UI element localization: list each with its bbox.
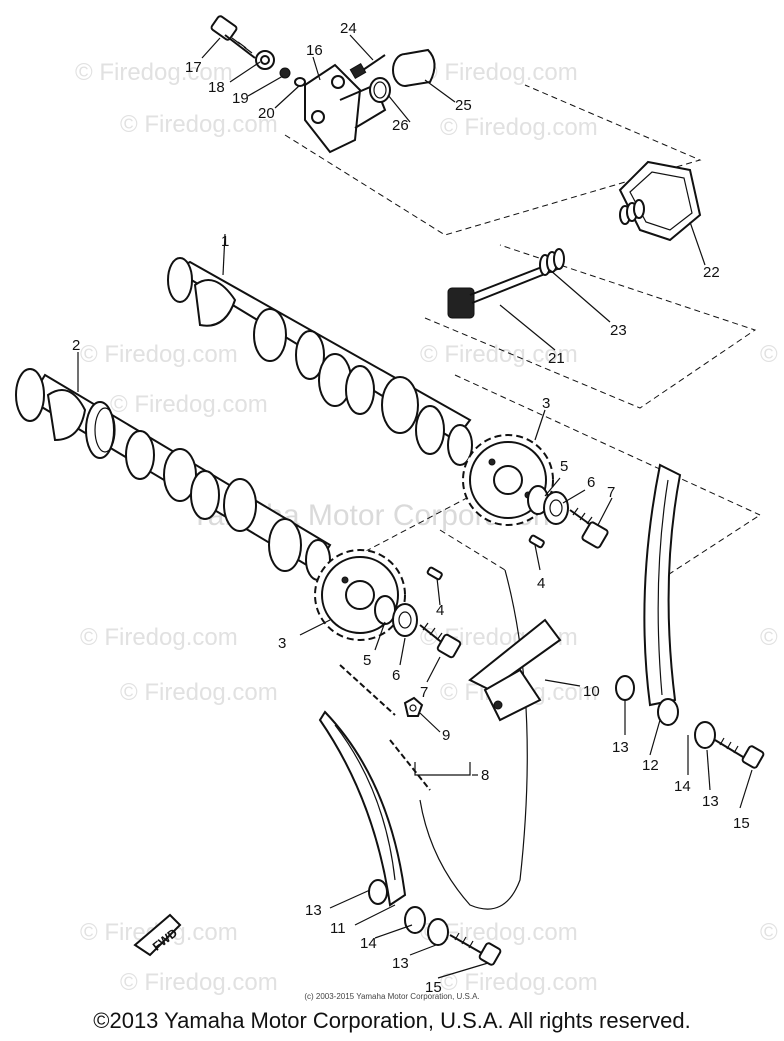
callout-22: 22 (703, 264, 720, 281)
callout-12: 12 (642, 757, 659, 774)
watermark: © Firedog.com (420, 59, 578, 86)
rod-21 (447, 248, 565, 319)
fasteners-bottom (368, 879, 502, 966)
chain-guide-10 (468, 618, 562, 722)
callout-25: 25 (455, 97, 472, 114)
callout-14: 14 (360, 935, 377, 952)
callout-6: 6 (587, 474, 595, 491)
callout-4: 4 (436, 602, 444, 619)
watermark: © Firedog.com (120, 679, 278, 706)
watermark: © Firedog.com (120, 969, 278, 996)
callout-13: 13 (392, 955, 409, 972)
nut-9 (403, 696, 424, 717)
watermark: © Firedog.com (80, 624, 238, 651)
callout-numbers: 1 2 3 3 4 4 5 5 6 6 7 7 8 9 10 11 12 13 … (72, 20, 750, 996)
callout-8: 8 (481, 767, 489, 784)
leader-lines (77, 34, 753, 979)
callout-15: 15 (425, 979, 442, 996)
sprocket-3-lower (314, 549, 406, 641)
fasteners-upper (527, 485, 609, 549)
callout-7: 7 (420, 684, 428, 701)
tensioner-assembly (210, 15, 436, 154)
callout-7: 7 (607, 484, 615, 501)
callout-1: 1 (221, 233, 229, 250)
callout-18: 18 (208, 79, 225, 96)
watermark: © Firedog.com (440, 114, 598, 141)
watermark: © Firedog.com (75, 59, 233, 86)
watermark: © Firedog.com (80, 341, 238, 368)
callout-4: 4 (537, 575, 545, 592)
chain-guide-12 (643, 463, 682, 707)
footer-copyright: ©2013 Yamaha Motor Corporation, U.S.A. A… (93, 1008, 691, 1033)
fasteners-right (615, 675, 765, 769)
watermarks: © Firedog.com © Firedog.com © Firedog.co… (75, 59, 784, 996)
callout-16: 16 (306, 42, 323, 59)
callout-26: 26 (392, 117, 409, 134)
washer-19 (279, 67, 291, 79)
callout-6: 6 (392, 667, 400, 684)
watermark: © Firedog.com (440, 969, 598, 996)
chain-guide-11 (318, 710, 407, 907)
callout-5: 5 (363, 652, 371, 669)
callout-5: 5 (560, 458, 568, 475)
tensioner-body-16 (304, 63, 387, 154)
bolt-24 (349, 54, 386, 80)
callout-11: 11 (330, 920, 346, 937)
callout-17: 17 (185, 59, 202, 76)
rod-assembly (447, 160, 702, 319)
cover-22 (618, 160, 702, 242)
bolt-17 (210, 15, 256, 59)
fasteners-lower (374, 595, 462, 659)
callout-20: 20 (258, 105, 275, 122)
small-copyright: (c) 2003-2015 Yamaha Motor Corporation, … (304, 992, 480, 1001)
cam-chain-8 (339, 664, 431, 791)
watermark: © Firedog.com (760, 919, 784, 946)
callout-13: 13 (702, 793, 719, 810)
callout-23: 23 (610, 322, 627, 339)
sprocket-3-upper (462, 434, 554, 526)
watermark: © Firedog.com (760, 341, 784, 368)
callout-3: 3 (278, 635, 286, 652)
spring-23a (619, 199, 645, 225)
callout-2: 2 (72, 337, 80, 354)
callout-15: 15 (733, 815, 750, 832)
oring-20 (294, 77, 306, 87)
watermark: © Firedog.com (120, 111, 278, 138)
watermark: © Firedog.com (760, 624, 784, 651)
dowel-pin-4-lower (426, 566, 443, 581)
callout-14: 14 (674, 778, 691, 795)
camshaft-2 (15, 368, 332, 581)
callout-13: 13 (612, 739, 629, 756)
callout-21: 21 (548, 350, 565, 367)
gasket-26 (369, 77, 391, 103)
watermark: © Firedog.com (420, 341, 578, 368)
dowel-pin-4-upper (528, 534, 545, 549)
callout-19: 19 (232, 90, 249, 107)
cap-25 (392, 48, 436, 87)
watermark: © Firedog.com (110, 391, 268, 418)
callout-9: 9 (442, 727, 450, 744)
callout-10: 10 (583, 683, 600, 700)
callout-24: 24 (340, 20, 357, 37)
camshaft-1 (167, 257, 473, 466)
callout-3: 3 (542, 395, 550, 412)
callout-13: 13 (305, 902, 322, 919)
